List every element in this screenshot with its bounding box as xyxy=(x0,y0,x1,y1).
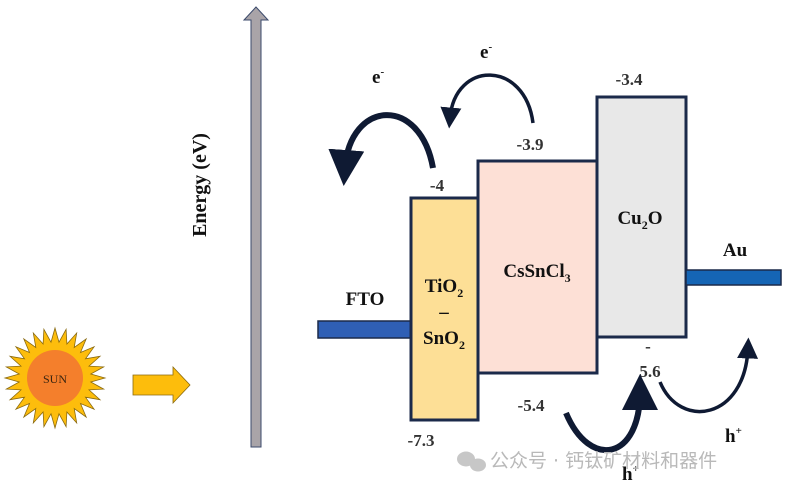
watermark-text: 公众号 · 钙钛矿材料和器件 xyxy=(490,450,717,472)
hole-label: h+ xyxy=(725,425,742,447)
etl-label-line2: SnO2 xyxy=(423,328,465,352)
hole-transfer-arrow-icon xyxy=(658,337,759,414)
htl-vb-dash: - xyxy=(645,337,651,356)
axis-label: Energy (eV) xyxy=(189,133,211,237)
absorber-label: CsSnCl3 xyxy=(503,261,570,285)
fto-label: FTO xyxy=(346,289,385,310)
absorber-layer xyxy=(476,159,599,375)
wechat-icon xyxy=(457,451,486,472)
light-arrow-icon xyxy=(132,365,191,405)
electron-transfer-arrow-icon xyxy=(440,73,535,129)
etl-label-line1: TiO2 xyxy=(425,276,463,300)
absorber-vb-value: -5.4 xyxy=(518,396,545,415)
au-label: Au xyxy=(723,240,748,261)
absorber-cb-value: -3.9 xyxy=(517,135,544,154)
htl-label: Cu2O xyxy=(617,208,662,232)
sun-icon: SUN xyxy=(3,326,107,430)
electron-transfer-arrow-icon xyxy=(328,112,436,186)
hole-label: h+ xyxy=(622,463,639,485)
hole-transfer-arrow-icon xyxy=(563,374,658,454)
fto-electrode xyxy=(317,320,413,339)
sun-label: SUN xyxy=(43,372,67,386)
htl-vb-value: 5.6 xyxy=(639,362,660,381)
etl-vb-value: -7.3 xyxy=(408,431,435,450)
electron-label: e- xyxy=(372,66,384,88)
htl-layer xyxy=(595,95,688,339)
etl-label-dash: – xyxy=(438,302,449,323)
htl-cb-value: -3.4 xyxy=(616,70,643,89)
etl-layer xyxy=(409,196,480,422)
energy-axis-arrow-icon xyxy=(242,6,270,448)
etl-cb-value: -4 xyxy=(430,176,445,195)
au-electrode xyxy=(685,269,782,286)
electron-label: e- xyxy=(480,41,492,63)
